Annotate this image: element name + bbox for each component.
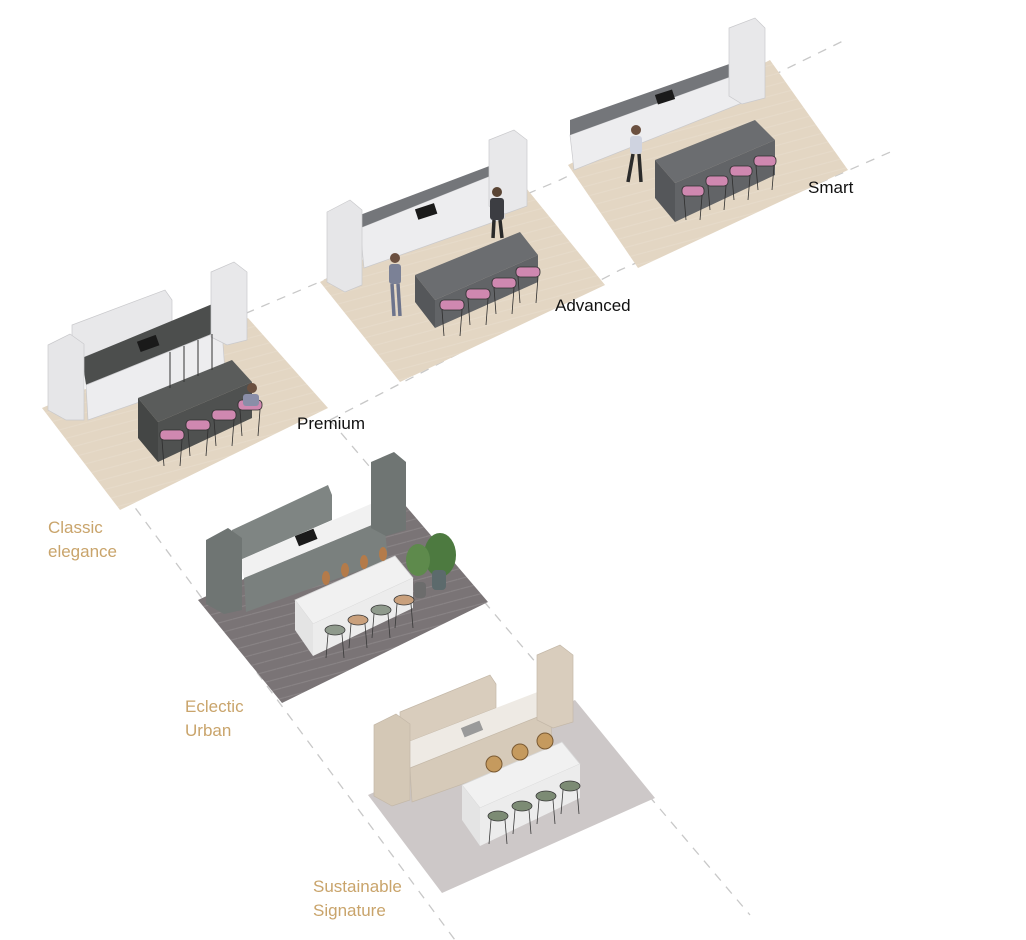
advanced-stools	[439, 266, 541, 337]
sustainable-kitchen	[368, 644, 655, 893]
style-label-classic-line2: elegance	[48, 542, 118, 561]
advanced-kitchen	[320, 129, 605, 382]
eclectic-vases	[322, 547, 387, 585]
eclectic-base-cabinets	[244, 520, 388, 612]
premium-person	[243, 383, 259, 406]
style-label-eclectic-urban: Eclectic Urban	[185, 695, 244, 743]
smart-sink	[654, 89, 676, 105]
tier-label-premium: Premium	[297, 414, 366, 433]
style-label-eclectic-line2: Urban	[185, 721, 232, 740]
style-label-classic-line1: Classic	[48, 518, 103, 537]
advanced-person-2	[490, 187, 504, 239]
smart-person	[626, 125, 643, 183]
smart-island	[655, 120, 775, 183]
eclectic-kitchen	[198, 452, 488, 703]
sustainable-stools	[487, 780, 581, 845]
sustainable-tall-cabinet-right	[536, 644, 574, 729]
advanced-person-1	[389, 253, 402, 317]
advanced-cabinets	[359, 171, 506, 269]
sustainable-sink	[460, 720, 484, 738]
tier-label-smart: Smart	[808, 178, 854, 197]
premium-tall-cabinet-left	[47, 333, 85, 421]
smart-kitchen	[568, 17, 848, 268]
style-label-sustainable-line1: Sustainable	[313, 877, 402, 896]
smart-stools	[681, 155, 777, 221]
advanced-island	[415, 232, 538, 300]
eclectic-tall-cabinet-right	[371, 452, 406, 536]
advanced-tall-cabinet-left	[326, 199, 363, 293]
style-label-sustainable-line2: Signature	[313, 901, 386, 920]
premium-kitchen	[42, 261, 328, 510]
premium-pendant-lights	[169, 334, 213, 388]
style-label-eclectic-line1: Eclectic	[185, 697, 244, 716]
advanced-sink	[414, 203, 438, 220]
eclectic-plants	[406, 533, 456, 598]
premium-island	[138, 360, 252, 422]
smart-tall-cabinet	[728, 17, 766, 105]
tier-label-advanced: Advanced	[555, 296, 631, 315]
eclectic-tall-cabinet-left	[206, 528, 242, 614]
eclectic-upper-cabinets	[232, 485, 332, 560]
style-label-classic-elegance: Classic elegance	[48, 516, 117, 564]
eclectic-sink	[294, 528, 318, 547]
eclectic-stools	[324, 594, 415, 659]
premium-tall-cabinet-right	[210, 261, 248, 346]
premium-sink	[136, 334, 160, 353]
style-label-sustainable-signature: Sustainable Signature	[313, 875, 402, 923]
sustainable-pendant-lights	[485, 732, 554, 773]
sustainable-tall-cabinet-left	[373, 713, 411, 807]
